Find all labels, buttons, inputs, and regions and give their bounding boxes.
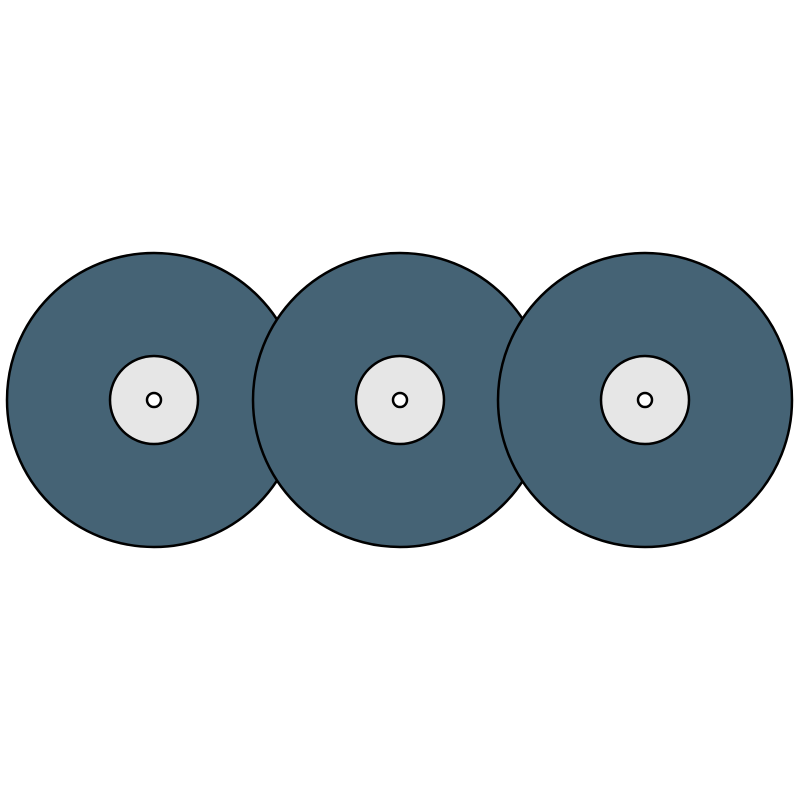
spindle-hole xyxy=(391,391,409,409)
vinyl-record-3 xyxy=(496,251,794,549)
spindle-hole xyxy=(636,391,654,409)
vinyl-record-1 xyxy=(5,251,303,549)
spindle-hole xyxy=(145,391,163,409)
